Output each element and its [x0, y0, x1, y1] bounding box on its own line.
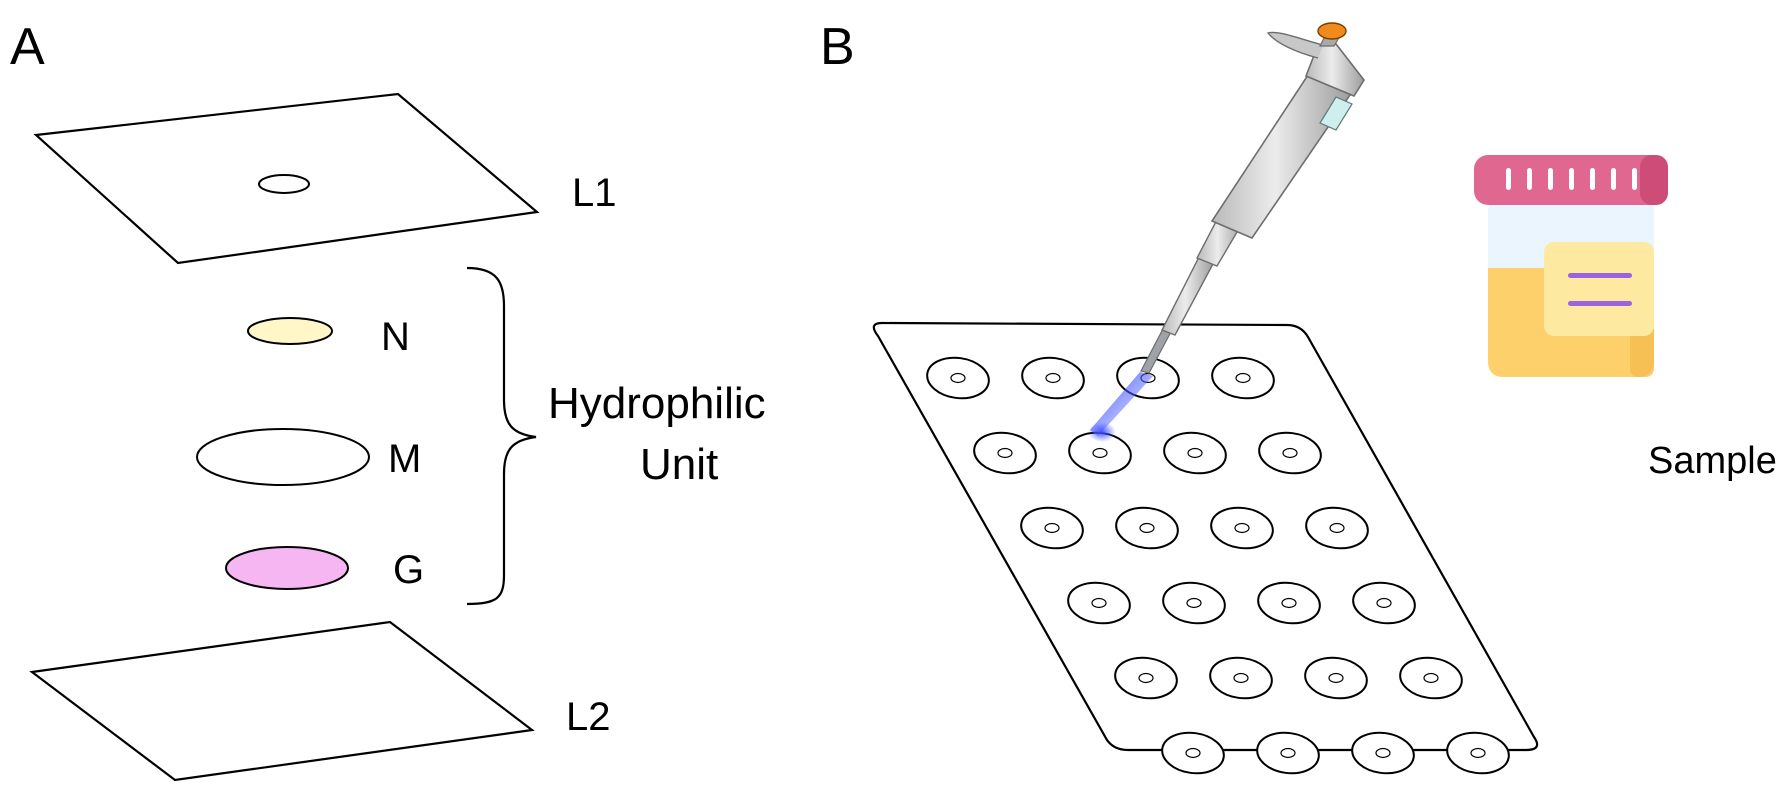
device-array — [872, 321, 1539, 775]
pipette-button — [1317, 22, 1347, 40]
lid-ridge — [1632, 168, 1637, 190]
lid-ridge — [1611, 168, 1616, 190]
well-center-r1-c4 — [1235, 372, 1251, 384]
well-center-r6-c1 — [1185, 747, 1201, 759]
well-center-r5-c4 — [1423, 672, 1439, 684]
lid-ridge — [1527, 168, 1532, 190]
disc-m — [196, 428, 370, 486]
dispense-beam — [1090, 372, 1153, 436]
well-center-r4-c3 — [1281, 597, 1297, 609]
well-center-r5-c3 — [1328, 672, 1344, 684]
disc-m-label: M — [388, 437, 421, 481]
well-center-r2-c1 — [997, 447, 1013, 459]
disc-n — [247, 317, 333, 345]
well-center-r3-c4 — [1329, 522, 1345, 534]
well-center-r1-c1 — [950, 372, 966, 384]
well-center-r3-c3 — [1234, 522, 1250, 534]
disc-g — [225, 546, 349, 590]
sample-lid-ridges — [1506, 168, 1637, 190]
dispense-glow — [1088, 422, 1116, 442]
well-center-r6-c2 — [1280, 747, 1296, 759]
well-center-r4-c4 — [1376, 597, 1392, 609]
panel-a-letter: A — [10, 18, 45, 76]
lid-ridge — [1506, 168, 1511, 190]
hydrophilic-brace — [466, 266, 537, 606]
layer-l2-label: L2 — [566, 695, 611, 739]
layer-l1: L1 — [33, 92, 617, 265]
layer-l1-hole — [258, 174, 310, 194]
sample-label: Sample — [1648, 440, 1777, 482]
pipette-icon — [1140, 22, 1365, 374]
lid-ridge — [1590, 168, 1595, 190]
sample-sticker-line-1 — [1568, 273, 1632, 278]
layer-l2-sheet — [29, 620, 535, 782]
well-center-r1-c2 — [1045, 372, 1061, 384]
well-center-r5-c2 — [1233, 672, 1249, 684]
pipette-body — [1210, 70, 1354, 239]
pipette-hook — [1266, 31, 1324, 59]
well-center-r6-c4 — [1470, 747, 1486, 759]
lid-ridge — [1569, 168, 1574, 190]
pipette-window — [1319, 96, 1353, 131]
disc-n-label: N — [381, 315, 410, 359]
sample-cup-icon: Sample — [1474, 155, 1777, 482]
panel-b-letter: B — [820, 18, 855, 76]
well-center-r2-c2 — [1092, 447, 1108, 459]
well-center-r5-c1 — [1138, 672, 1154, 684]
disc-g-label: G — [393, 548, 424, 592]
layer-l1-label: L1 — [572, 171, 617, 215]
panel-b: B — [820, 18, 1777, 775]
well-center-r2-c3 — [1187, 447, 1203, 459]
device-sheet — [872, 321, 1539, 752]
hydrophilic-discs: N M G — [196, 315, 424, 592]
pipette-shaft — [1161, 254, 1215, 336]
device-wells — [926, 356, 1510, 775]
sample-sticker-line-2 — [1568, 301, 1632, 306]
sample-cup-lid-shade — [1640, 155, 1668, 205]
well-center-r4-c1 — [1091, 597, 1107, 609]
well-center-r3-c2 — [1139, 522, 1155, 534]
hydrophilic-label-line2: Unit — [640, 440, 718, 489]
sample-cup-sticker — [1544, 242, 1654, 336]
lid-ridge — [1548, 168, 1553, 190]
well-center-r3-c1 — [1044, 522, 1060, 534]
well-center-r2-c4 — [1282, 447, 1298, 459]
panel-a: A L1 N M G Hydrophilic Unit L2 — [10, 18, 766, 782]
hydrophilic-label-line1: Hydrophilic — [548, 379, 766, 428]
well-center-r4-c2 — [1186, 597, 1202, 609]
well-center-r6-c3 — [1375, 747, 1391, 759]
layer-l2: L2 — [29, 620, 611, 782]
